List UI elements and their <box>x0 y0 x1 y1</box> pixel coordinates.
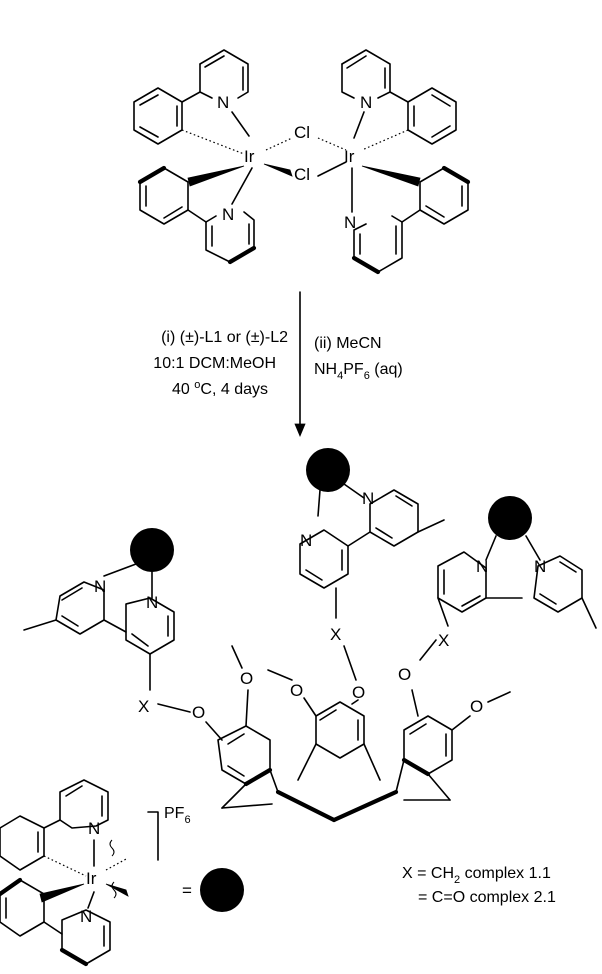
iridium-center-dot <box>130 528 174 572</box>
linker-x: X <box>138 697 149 716</box>
condition-reagent: (i) (±)-L1 or (±)-L2 <box>161 329 288 346</box>
bipyridine-arm-left: N N X O <box>23 528 205 722</box>
pyridine-ring: N <box>344 213 403 275</box>
pyridine-ring: N <box>199 49 249 112</box>
nitrogen-atom: N <box>146 593 158 612</box>
nitrogen-atom: N <box>88 819 100 838</box>
bipyridine-arm-right: N N X O <box>398 496 597 684</box>
nitrogen-atom: N <box>94 577 106 596</box>
nitrogen-atom: N <box>80 907 92 926</box>
nitrogen-atom: N <box>360 93 372 112</box>
oxygen-atom: O <box>352 683 365 702</box>
linker-x: X <box>330 625 341 644</box>
definition-line-1: X = CH2 complex 1.1 <box>402 865 551 886</box>
nitrogen-atom: N <box>534 557 546 576</box>
linker-x: X <box>438 631 449 650</box>
phenyl-ring <box>137 165 189 225</box>
phenyl-ring <box>419 165 471 225</box>
pyridine-ring: N <box>205 205 257 265</box>
reaction-conditions-step2: (ii) MeCN NH4PF6 (aq) <box>314 335 403 382</box>
cyclotriveratrylene-core: O O O <box>205 645 511 823</box>
nitrogen-atom: N <box>222 205 234 224</box>
product-molecule: N N X O N N X O <box>23 448 597 823</box>
equals-sign: = <box>182 881 192 900</box>
nitrogen-atom: N <box>300 531 312 550</box>
iridium-fragment-legend: N Ir N PF6 = <box>0 779 244 967</box>
condition-solvent-2: (ii) MeCN <box>314 335 382 352</box>
iridium-atom: Ir <box>86 869 97 888</box>
phenyl-ring <box>407 87 457 145</box>
chloride-atom-bottom: Cl <box>294 165 310 184</box>
nitrogen-atom: N <box>217 93 229 112</box>
iridium-dimer: N Ir Cl Cl <box>133 49 471 275</box>
oxygen-atom: O <box>240 669 253 688</box>
phenyl-ring <box>133 87 183 145</box>
nitrogen-atom: N <box>476 557 488 576</box>
pyridine-ring: N <box>341 49 391 112</box>
iridium-center-dot <box>200 868 244 912</box>
iridium-center-dot <box>306 448 350 492</box>
bipyridine-arm-middle: N N X O <box>299 448 445 702</box>
nitrogen-atom: N <box>362 489 374 508</box>
oxygen-atom: O <box>192 703 205 722</box>
substituent-definitions: X = CH2 complex 1.1 = C=O complex 2.1 <box>402 865 556 906</box>
iridium-center-dot <box>488 496 532 540</box>
reaction-conditions-step1: (i) (±)-L1 or (±)-L2 10:1 DCM:MeOH 40 oC… <box>153 329 288 398</box>
oxygen-atom: O <box>290 681 303 700</box>
oxygen-atom: O <box>398 665 411 684</box>
iridium-atom-left: Ir <box>244 147 255 166</box>
condition-solvent: 10:1 DCM:MeOH <box>153 355 276 372</box>
condition-temperature: 40 oC, 4 days <box>172 379 268 398</box>
definition-line-2: = C=O complex 2.1 <box>418 889 556 906</box>
condition-salt: NH4PF6 (aq) <box>314 361 403 382</box>
wavy-bond <box>111 881 117 899</box>
oxygen-atom: O <box>470 697 483 716</box>
wavy-bond <box>109 839 115 857</box>
iridium-atom-right: Ir <box>344 147 355 166</box>
counterion-label: PF6 <box>164 805 191 826</box>
nitrogen-atom: N <box>344 213 356 232</box>
reaction-arrow <box>294 291 306 438</box>
chloride-atom-top: Cl <box>294 123 310 142</box>
